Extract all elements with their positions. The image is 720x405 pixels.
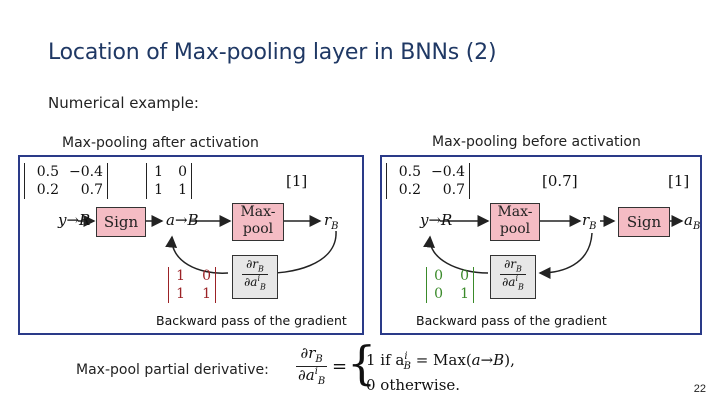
- matrix-cell: 1: [176, 268, 185, 284]
- left-input-matrix: 0.5 −0.4 0.2 0.7: [24, 163, 108, 199]
- deriv-sub: B: [518, 282, 524, 292]
- matrix-cell: 0: [202, 268, 211, 284]
- matrix-cell: 1: [460, 286, 469, 302]
- matrix-cell: 0: [178, 164, 187, 180]
- formula-sub: B: [315, 354, 323, 365]
- case1-sub: B: [403, 361, 411, 372]
- maxpool-line: pool: [242, 221, 274, 237]
- var-symbol: a: [684, 211, 693, 229]
- matrix-cell: −0.4: [69, 164, 103, 180]
- right-sign-box: Sign: [618, 207, 670, 237]
- right-panel-caption: Max-pooling before activation: [432, 134, 641, 150]
- formula-label: Max-pool partial derivative:: [76, 362, 269, 378]
- matrix-cell: 0.5: [398, 164, 421, 180]
- slide-title: Location of Max-pooling layer in BNNs (2…: [48, 40, 497, 65]
- matrix-cell: 1: [178, 182, 187, 198]
- left-maxpool-box: Max- pool: [232, 203, 284, 241]
- case1-arg: a→B: [471, 351, 505, 369]
- left-output-value: [1]: [286, 172, 308, 190]
- right-var-mid: rB: [582, 211, 597, 232]
- deriv-sub: B: [258, 264, 264, 274]
- matrix-cell: 0.5: [36, 164, 59, 180]
- slide-subtitle: Numerical example:: [48, 94, 199, 112]
- left-deriv-box: ∂rB ∂aiB: [232, 255, 278, 299]
- page-number: 22: [693, 383, 706, 395]
- matrix-cell: 1: [202, 286, 211, 302]
- var-subscript: B: [692, 221, 701, 232]
- var-subscript: B: [589, 221, 597, 232]
- left-arrows: [78, 215, 337, 280]
- matrix-cell: 0: [434, 268, 443, 284]
- left-sign-box: Sign: [96, 207, 146, 237]
- formula-case1: 1 if aiB = Max(a→B),: [366, 351, 515, 372]
- formula-num: ∂r: [300, 344, 316, 362]
- left-backward-label: Backward pass of the gradient: [156, 313, 347, 328]
- maxpool-line: Max-: [497, 204, 533, 220]
- formula-den: ∂a: [298, 365, 315, 384]
- var-symbol: r: [324, 211, 332, 229]
- case1-suffix: = Max(: [415, 351, 472, 369]
- case1-prefix: 1 if a: [366, 351, 405, 369]
- right-arrows: [423, 215, 684, 279]
- maxpool-line: pool: [499, 221, 531, 237]
- var-symbol: r: [582, 211, 590, 229]
- right-maxpool-box: Max- pool: [490, 203, 540, 241]
- left-var-out: rB: [324, 211, 339, 232]
- formula-sup: i: [314, 365, 318, 377]
- matrix-cell: 0: [434, 286, 443, 302]
- right-input-matrix: 0.5 −0.4 0.2 0.7: [386, 163, 470, 199]
- deriv-den: ∂a: [244, 274, 258, 289]
- matrix-cell: −0.4: [431, 164, 465, 180]
- matrix-cell: 1: [154, 164, 163, 180]
- formula-sub: B: [317, 375, 326, 387]
- right-output-value: [1]: [668, 172, 690, 190]
- left-var-input: y→R: [58, 211, 91, 229]
- matrix-cell: 1: [176, 286, 185, 302]
- right-deriv-box: ∂rB ∂aiB: [490, 255, 536, 299]
- deriv-sub: B: [516, 264, 522, 274]
- deriv-sup: i: [515, 273, 519, 283]
- deriv-sup: i: [257, 273, 261, 283]
- matrix-cell: 0: [460, 268, 469, 284]
- left-panel-caption: Max-pooling after activation: [62, 135, 259, 151]
- formula-fraction: ∂rB ∂aiB: [296, 344, 328, 387]
- matrix-cell: 0.7: [80, 182, 103, 198]
- right-var-input: y→R: [420, 211, 453, 229]
- deriv-num: ∂r: [246, 257, 259, 271]
- formula-case2: 0 otherwise.: [366, 376, 461, 394]
- maxpool-line: Max-: [240, 204, 276, 220]
- formula-brace: {: [347, 336, 377, 390]
- matrix-cell: 0.7: [442, 182, 465, 198]
- right-pooled-value: [0.7]: [542, 172, 578, 190]
- matrix-cell: 1: [154, 182, 163, 198]
- formula-equals: =: [332, 356, 348, 377]
- matrix-cell: 0.2: [398, 182, 421, 198]
- case1-end: ),: [504, 351, 515, 369]
- matrix-cell: 0.2: [36, 182, 59, 198]
- deriv-sub: B: [260, 282, 266, 292]
- left-derivative-matrix: 1 0 1 1: [168, 267, 216, 303]
- right-var-out: aB: [684, 211, 700, 232]
- deriv-den: ∂a: [502, 274, 516, 289]
- right-backward-label: Backward pass of the gradient: [416, 313, 607, 328]
- case1-sup: i: [404, 351, 408, 362]
- right-derivative-matrix: 0 0 0 1: [426, 267, 474, 303]
- right-panel: 0.5 −0.4 0.2 0.7 [0.7] [1] y→R Max- pool r…: [380, 155, 702, 335]
- deriv-num: ∂r: [504, 257, 517, 271]
- left-var-mid: a→B: [166, 211, 199, 229]
- var-subscript: B: [331, 221, 339, 232]
